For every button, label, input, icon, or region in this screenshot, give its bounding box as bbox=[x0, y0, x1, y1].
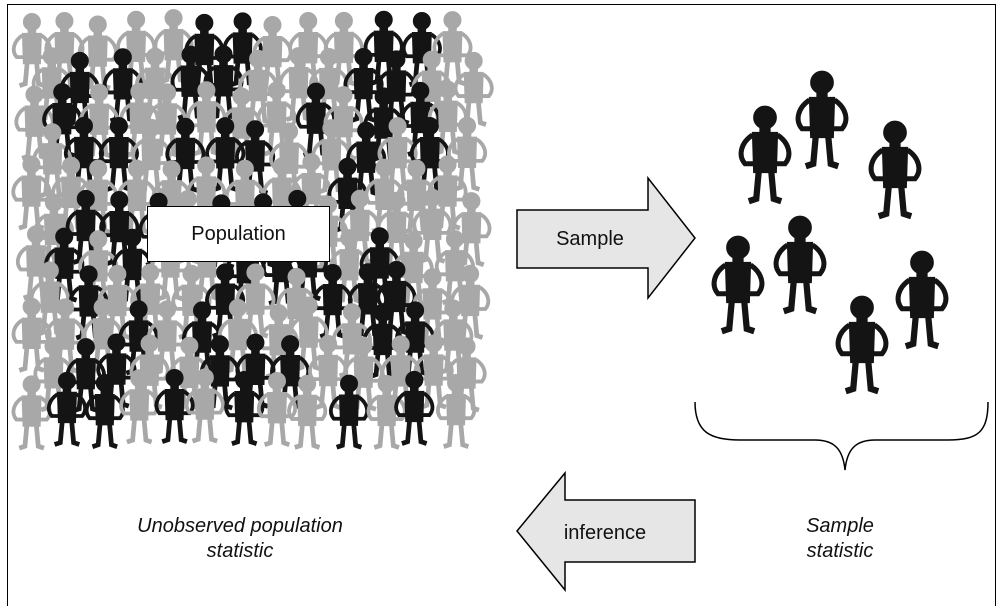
sample-brace bbox=[694, 401, 989, 471]
sample-person-figure bbox=[741, 106, 789, 201]
inference-arrow bbox=[516, 470, 696, 593]
sample-arrow-label: Sample bbox=[556, 228, 624, 250]
population-label-box: Population bbox=[147, 206, 330, 262]
diagram-frame bbox=[7, 4, 996, 606]
population-statistic-line1: Unobserved population bbox=[137, 515, 343, 537]
population-label: Population bbox=[191, 222, 286, 245]
light-person-figure bbox=[13, 376, 49, 448]
sample-statistic-label: Sample statistic bbox=[750, 514, 930, 564]
light-person-figure bbox=[456, 52, 492, 124]
sample-person-figure bbox=[714, 236, 762, 331]
sample-person-figure bbox=[776, 216, 824, 311]
inference-arrow-label: inference bbox=[563, 522, 647, 544]
population-statistic-line2: statistic bbox=[206, 540, 274, 562]
sample-group bbox=[714, 71, 946, 391]
sample-person-figure bbox=[898, 251, 946, 346]
sample-person-figure bbox=[838, 296, 886, 391]
sample-person-figure bbox=[871, 121, 919, 216]
population-statistic-label: Unobserved population statistic bbox=[90, 514, 390, 564]
sample-arrow bbox=[516, 175, 696, 301]
sample-statistic-line1: Sample bbox=[806, 515, 874, 537]
sample-person-figure bbox=[798, 71, 846, 166]
sample-statistic-line2: statistic bbox=[806, 540, 874, 562]
